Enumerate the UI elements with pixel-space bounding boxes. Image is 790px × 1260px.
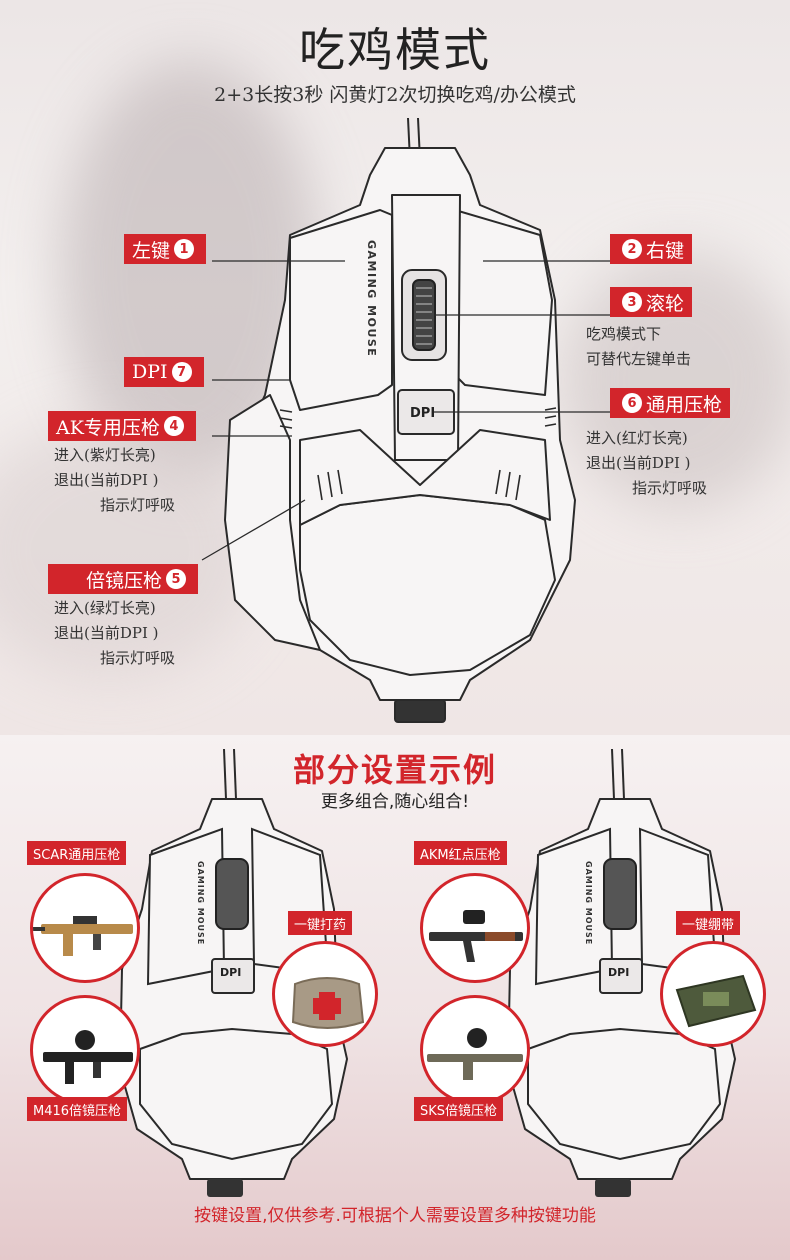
examples-section: 部分设置示例 更多组合,随心组合! DPI DPI GAMING MOUSE G… xyxy=(0,735,790,1260)
scope-note-line: 进入(绿灯长亮) xyxy=(54,599,156,617)
wheel-note-line: 可替代左键单击 xyxy=(586,350,692,368)
dpi-print: DPI xyxy=(410,406,435,421)
callout-line-scope xyxy=(201,499,306,561)
label-left-button: 左键 1 xyxy=(124,234,207,264)
lower-body xyxy=(299,429,551,526)
common-note-line: 指示灯呼吸 xyxy=(632,479,708,497)
page-subtitle: 2+3长按3秒 闪黄灯2次切换吃鸡/办公模式 xyxy=(214,84,576,106)
badge-3: 3 xyxy=(622,292,642,312)
common-note-line: 进入(红灯长亮) xyxy=(586,429,688,447)
badge-7: 7 xyxy=(171,362,192,382)
label-sks: SKS倍镜压枪 xyxy=(414,1097,504,1121)
rifle-icon xyxy=(427,1028,523,1080)
badge-2: 2 xyxy=(622,239,642,259)
label-dpi-button: DPI 7 xyxy=(124,357,204,387)
bandage-icon xyxy=(675,974,757,1028)
label-right-button: 2 右键 xyxy=(610,234,693,264)
examples-subtitle: 更多组合,随心组合! xyxy=(320,792,470,812)
scope-note-line: 指示灯呼吸 xyxy=(100,649,176,667)
label-scar: SCAR通用压枪 xyxy=(27,841,127,865)
wheel-label: 滚轮 xyxy=(646,292,685,315)
scope-note-line: 退出(当前DPI ) xyxy=(54,624,159,642)
right-button-panel xyxy=(454,209,553,396)
right-button-label: 右键 xyxy=(646,239,685,262)
badge-6: 6 xyxy=(622,393,642,413)
label-scope-button: 倍镜压枪 5 xyxy=(48,564,199,594)
ak-note-line: 指示灯呼吸 xyxy=(100,496,176,514)
example-right-dpi-print: DPI xyxy=(608,966,629,979)
m416-rifle-circle xyxy=(30,995,140,1105)
akm-rifle-circle xyxy=(420,873,530,983)
dpi-button-label: DPI xyxy=(132,361,168,383)
badge-5: 5 xyxy=(166,569,187,589)
badge-1: 1 xyxy=(174,239,195,259)
medkit-icon xyxy=(291,977,365,1029)
ak-note-line: 退出(当前DPI ) xyxy=(54,471,159,489)
label-m416: M416倍镜压枪 xyxy=(27,1097,128,1121)
ak-note: 进入(紫灯长亮) 退出(当前DPI ) 指示灯呼吸 xyxy=(54,443,175,518)
left-button-label: 左键 xyxy=(132,239,171,262)
label-akm: AKM红点压枪 xyxy=(414,841,507,865)
example-right-brand-print: GAMING MOUSE xyxy=(584,861,593,945)
chicken-mode-section: 吃鸡模式 2+3长按3秒 闪黄灯2次切换吃鸡/办公模式 xyxy=(0,0,790,735)
label-wheel: 3 滚轮 xyxy=(610,287,693,317)
mouse-side-grip xyxy=(224,394,321,651)
badge-4: 4 xyxy=(163,416,184,436)
common-note-line: 退出(当前DPI ) xyxy=(586,454,691,472)
label-common-button: 6 通用压枪 xyxy=(610,388,731,418)
left-button-panel xyxy=(289,209,393,411)
label-bandage: 一键绷带 xyxy=(676,911,741,935)
wheel-note-line: 吃鸡模式下 xyxy=(586,325,662,343)
rifle-icon xyxy=(429,910,523,962)
wheel-note: 吃鸡模式下 可替代左键单击 xyxy=(586,322,691,372)
example-left-dpi-print: DPI xyxy=(220,966,241,979)
gaming-mouse-print: GAMING MOUSE xyxy=(365,240,378,357)
medkit-circle xyxy=(272,941,378,1047)
common-button-label: 通用压枪 xyxy=(646,393,723,416)
bandage-circle xyxy=(660,941,766,1047)
mouse-illustration: GAMING MOUSE DPI xyxy=(201,117,610,723)
background-smoke xyxy=(0,420,260,680)
label-ak-button: AK专用压枪 4 xyxy=(48,411,196,441)
examples-title: 部分设置示例 xyxy=(292,751,497,789)
scar-rifle-circle xyxy=(30,873,140,983)
ak-note-line: 进入(紫灯长亮) xyxy=(54,446,156,464)
label-heal: 一键打药 xyxy=(288,911,353,935)
rifle-icon xyxy=(43,1030,133,1084)
example-left-brand-print: GAMING MOUSE xyxy=(196,861,205,945)
rifle-icon xyxy=(33,916,133,956)
page-title: 吃鸡模式 xyxy=(299,23,491,77)
common-note: 进入(红灯长亮) 退出(当前DPI ) 指示灯呼吸 xyxy=(586,426,707,501)
ak-button-label: AK专用压枪 xyxy=(56,416,160,439)
sks-rifle-circle xyxy=(420,995,530,1105)
scope-note: 进入(绿灯长亮) 退出(当前DPI ) 指示灯呼吸 xyxy=(54,596,175,671)
footer-note: 按键设置,仅供参考.可根据个人需要设置多种按键功能 xyxy=(194,1206,596,1226)
example-mice: DPI DPI GAMING MOUSE GAMING MOUSE xyxy=(119,748,736,1198)
scope-button-label: 倍镜压枪 xyxy=(86,569,163,592)
